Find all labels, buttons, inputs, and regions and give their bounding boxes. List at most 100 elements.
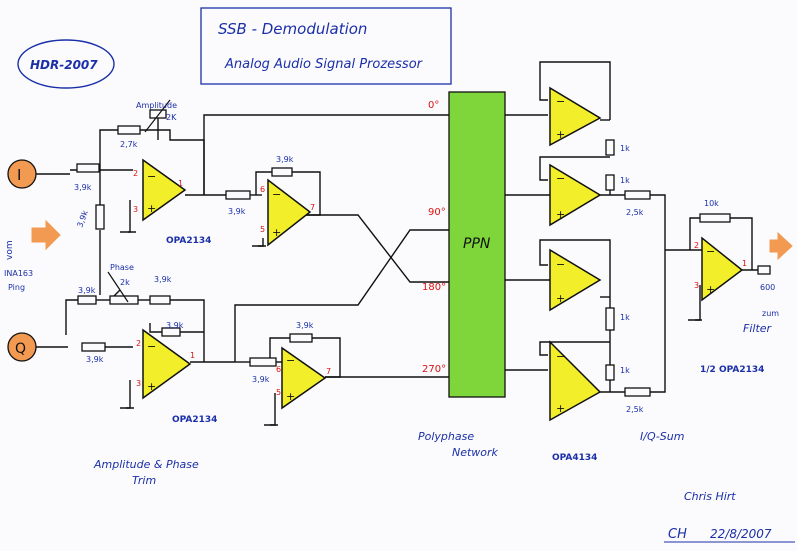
svg-text:−: − bbox=[147, 170, 156, 183]
opamp-r4 bbox=[549, 340, 602, 422]
pot-phase-name: Phase bbox=[110, 263, 134, 272]
caption-polyphase-2: Network bbox=[452, 446, 499, 459]
ppn-deg-90: 90° bbox=[428, 207, 446, 218]
hdr-badge-text: HDR-2007 bbox=[30, 58, 98, 72]
opamp-label-left-top: OPA2134 bbox=[166, 236, 211, 246]
opamp-q2 bbox=[281, 346, 327, 410]
opamp-r2 bbox=[549, 163, 602, 227]
pin-out-3: 3 bbox=[694, 281, 699, 290]
r-i-fb-label: 2,7k bbox=[120, 140, 138, 149]
r-q2-fb-label: 3,9k bbox=[296, 321, 314, 330]
pin-q1-1: 1 bbox=[190, 351, 195, 360]
signature-name: Chris Hirt bbox=[684, 490, 736, 503]
opamp-r3 bbox=[549, 248, 602, 312]
source-note-line3: Ping bbox=[8, 283, 25, 292]
r-q-top-label: 3,9k bbox=[78, 286, 96, 295]
svg-text:−: − bbox=[286, 354, 295, 367]
svg-text:−: − bbox=[272, 188, 281, 201]
output-arrow-icon bbox=[769, 231, 793, 261]
r-sum1-label: 2,5k bbox=[626, 208, 644, 217]
pot-amplitude-value: 2K bbox=[166, 113, 177, 122]
title-line-1: SSB - Demodulation bbox=[218, 20, 367, 38]
caption-polyphase-1: Polyphase bbox=[418, 430, 474, 443]
ppn-deg-180: 180° bbox=[422, 282, 446, 293]
pin-q2-6: 6 bbox=[276, 365, 281, 374]
pin-q1-3: 3 bbox=[136, 379, 141, 388]
input-arrow-icon bbox=[31, 219, 61, 251]
input-source-note: vom bbox=[5, 240, 15, 260]
opamp-label-out: 1/2 OPA2134 bbox=[700, 365, 764, 375]
svg-text:−: − bbox=[556, 350, 565, 363]
svg-text:vom: vom bbox=[5, 240, 15, 260]
output-note-line1: zum bbox=[762, 309, 779, 318]
svg-text:+: + bbox=[147, 380, 156, 393]
pin-i2-6: 6 bbox=[260, 185, 265, 194]
pot-amplitude-name: Amplitude bbox=[136, 101, 177, 110]
pin-q1-2: 2 bbox=[136, 339, 141, 348]
opamp-out bbox=[701, 236, 744, 302]
r-q2-in-label: 3,9k bbox=[252, 375, 270, 384]
opamp-label-left-bottom: OPA2134 bbox=[172, 415, 217, 425]
svg-text:−: − bbox=[706, 245, 715, 258]
title-line-2: Analog Audio Signal Prozessor bbox=[224, 57, 424, 72]
amplitude-pot-arrow bbox=[144, 99, 171, 133]
r-fb-out-label: 10k bbox=[704, 199, 719, 208]
signature-initials: CH bbox=[668, 527, 687, 542]
hdr-badge-circle bbox=[17, 39, 115, 89]
ppn-block bbox=[448, 91, 506, 398]
wiring bbox=[36, 61, 758, 426]
pin-i1-2: 2 bbox=[133, 169, 138, 178]
output-note-line2: Filter bbox=[743, 322, 773, 335]
r-q-fb-label: 3,9k bbox=[166, 321, 184, 330]
pin-i1-3: 3 bbox=[133, 205, 138, 214]
pin-q2-5: 5 bbox=[276, 388, 281, 397]
opamps bbox=[142, 86, 744, 422]
ppn-deg-270: 270° bbox=[422, 364, 446, 375]
svg-text:−: − bbox=[556, 172, 565, 185]
r-i2-fb-label: 3,9k bbox=[276, 155, 294, 164]
r-p3-label: 1k bbox=[620, 313, 630, 322]
pin-i1-1: 1 bbox=[178, 179, 183, 188]
pin-out-2: 2 bbox=[694, 241, 699, 250]
pot-phase-value: 2k bbox=[120, 278, 130, 287]
svg-text:+: + bbox=[147, 202, 156, 215]
r-q-in-label: 3,9k bbox=[86, 355, 104, 364]
ppn-label: PPN bbox=[463, 236, 491, 252]
output-note-value: 600 bbox=[760, 283, 775, 292]
opamp-signs: −+ −+ −+ −+ −+ −+ −+ −+ −+ bbox=[147, 95, 715, 415]
title-box bbox=[200, 7, 452, 85]
svg-text:+: + bbox=[556, 208, 565, 221]
svg-text:3,9k: 3,9k bbox=[75, 209, 90, 229]
opamp-r1 bbox=[549, 86, 602, 147]
pin-q2-7: 7 bbox=[326, 367, 331, 376]
svg-text:+: + bbox=[556, 292, 565, 305]
pin-i2-7: 7 bbox=[310, 203, 315, 212]
phase-pot-arrow bbox=[107, 271, 129, 303]
resistors bbox=[76, 109, 771, 397]
ppn-deg-0: 0° bbox=[428, 100, 439, 111]
svg-text:−: − bbox=[147, 340, 156, 353]
r-p4-label: 1k bbox=[620, 366, 630, 375]
r-p1-label: 1k bbox=[620, 144, 630, 153]
svg-text:−: − bbox=[556, 258, 565, 271]
r-i-in-label: 3,9k bbox=[74, 183, 92, 192]
opamp-i2 bbox=[267, 178, 312, 247]
input-q-label: Q bbox=[15, 341, 26, 357]
ground-symbols bbox=[120, 231, 702, 426]
source-note-line2: INA163 bbox=[4, 269, 33, 278]
caption-trim-1: Amplitude & Phase bbox=[93, 458, 199, 471]
signature-date: 22/8/2007 bbox=[710, 527, 772, 541]
caption-trim-2: Trim bbox=[132, 474, 156, 487]
input-i-label: I bbox=[17, 166, 21, 184]
r-vert-label: 3,9k bbox=[75, 209, 90, 229]
svg-text:+: + bbox=[286, 390, 295, 403]
r-i2-in-label: 3,9k bbox=[228, 207, 246, 216]
opamp-i1 bbox=[142, 158, 187, 222]
svg-text:−: − bbox=[556, 95, 565, 108]
svg-text:+: + bbox=[706, 283, 715, 296]
r-q-top2-label: 3,9k bbox=[154, 275, 172, 284]
r-p2-label: 1k bbox=[620, 176, 630, 185]
caption-iq-sum: I/Q-Sum bbox=[640, 430, 684, 443]
svg-text:+: + bbox=[272, 226, 281, 239]
